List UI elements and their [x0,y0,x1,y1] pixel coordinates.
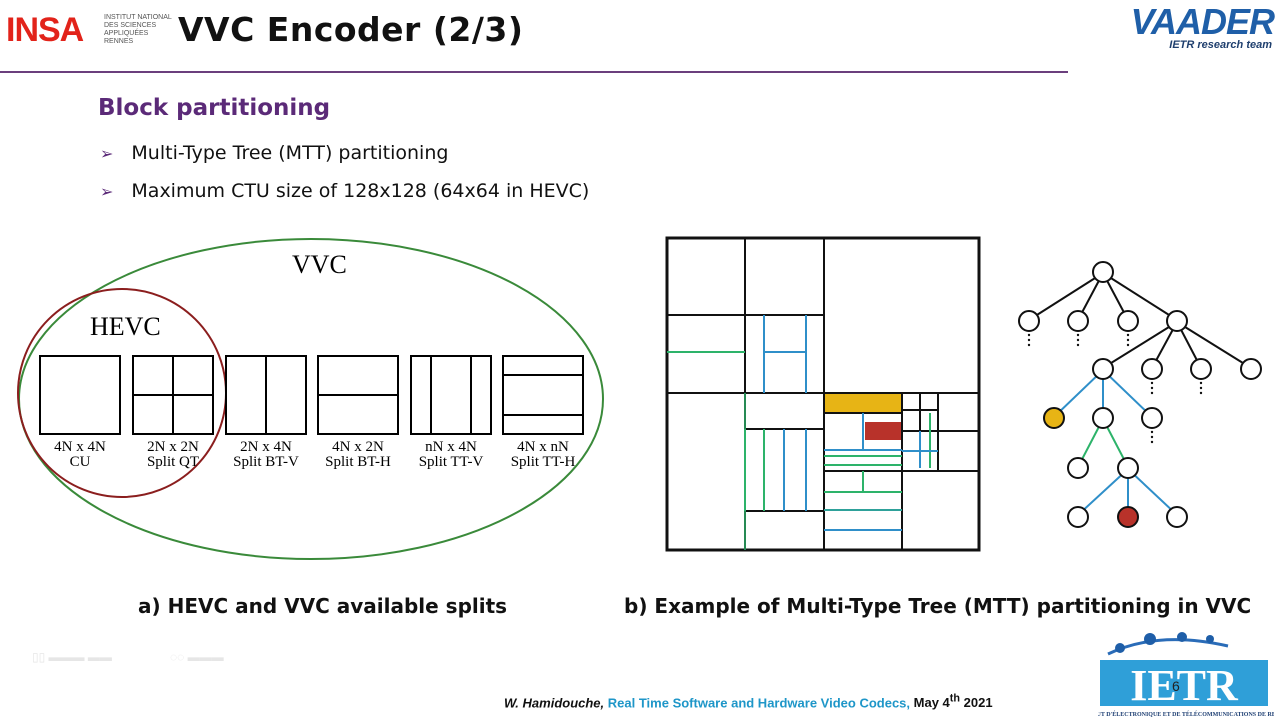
watermark-logo: ◌◌ ▬▬▬ [170,650,224,664]
vvc-label: VVC [292,250,347,279]
bullet-item: ➢ Multi-Type Tree (MTT) partitioning [100,142,448,164]
split-label: 4N x 2N [332,439,384,455]
split-label: Split BT-H [325,454,391,470]
split-qt [132,355,214,435]
split-label: Split TT-H [511,454,576,470]
tree-node [1141,407,1163,429]
page-number: 6 [1172,678,1180,694]
section-heading: Block partitioning [98,95,331,121]
vaader-logo-subtitle: IETR research team [1169,39,1272,51]
tree-node [1092,261,1114,283]
tree-node-red [1117,506,1139,528]
split-tt-v [410,355,492,435]
split-label: Split BT-V [233,454,299,470]
footer-date-month: May 4 [913,695,950,711]
ietr-logo-word: IETR [1130,661,1239,710]
highlight-cu-yellow [825,394,901,412]
split-label: 2N x 2N [147,439,199,455]
split-label: CU [70,454,91,470]
tree-node [1018,310,1040,332]
tree-node [1190,358,1212,380]
mtt-partition-block [665,236,981,552]
split-tt-h [502,355,584,435]
insa-logo-word: INSA [6,11,84,49]
watermark-logo: ▯▯ ▬▬▬ ▬▬ [32,650,112,664]
tree-node-yellow [1043,407,1065,429]
footer-date-suffix: th [949,693,961,705]
tree-node [1240,358,1262,380]
slide-title: VVC Encoder (2/3) [178,10,524,49]
tree-node [1067,310,1089,332]
vvc-ellipse [18,238,604,560]
caption-mtt: b) Example of Multi-Type Tree (MTT) part… [624,594,1252,618]
bullet-text: Maximum CTU size of 128x128 (64x64 in HE… [131,180,590,202]
vaader-logo-word: VAADER [1130,1,1275,42]
caption-splits: a) HEVC and VVC available splits [138,594,508,618]
footer-date: May 4th 2021 [913,693,993,711]
split-label: 4N x 4N [54,439,106,455]
tree-node [1166,506,1188,528]
vaader-logo: VAADER IETR research team [1128,2,1278,54]
tree-node [1092,358,1114,380]
insa-logo-line: INSTITUT NATIONAL [104,14,172,21]
footer: W. Hamidouche, Real Time Software and Ha… [504,693,993,710]
split-bt-v [225,355,307,435]
tree-node [1117,310,1139,332]
footer-author: W. Hamidouche, [504,695,605,711]
tree-node [1092,407,1114,429]
bullet-item: ➢ Maximum CTU size of 128x128 (64x64 in H… [100,180,589,202]
tree-node [1067,506,1089,528]
tree-node [1166,310,1188,332]
tree-node [1117,457,1139,479]
split-label: 2N x 4N [240,439,292,455]
split-label: Split TT-V [419,454,484,470]
split-label: nN x 4N [425,439,477,455]
split-cu [39,355,121,435]
insa-logo-line: APPLIQUÉES [104,30,149,37]
title-divider [0,71,1068,73]
splits-diagram: VVC HEVC 4N x 4N CU 2N x 2N Split QT 2N … [17,238,604,560]
bullet-text: Multi-Type Tree (MTT) partitioning [131,142,449,164]
highlight-cu-red [865,422,901,440]
tree-ellipsis-dots [1027,333,1203,444]
split-bt-h [317,355,399,435]
ietr-logo-tagline: INSTITUT D'ÉLECTRONIQUE ET DE TÉLÉCOMMUN… [1098,710,1274,718]
insa-logo-line: RENNES [104,38,134,45]
split-label: 4N x nN [517,439,569,455]
split-label: Split QT [147,454,199,470]
insa-logo: INSA INSTITUT NATIONAL DES SCIENCES APPL… [6,10,176,50]
hevc-label: HEVC [90,312,161,341]
tree-node [1141,358,1163,380]
arrow-bullet-icon: ➢ [100,182,114,201]
insa-logo-line: DES SCIENCES [104,22,157,29]
footer-event: Real Time Software and Hardware Video Co… [607,695,911,711]
mtt-tree [1018,261,1262,528]
arrow-bullet-icon: ➢ [100,144,114,163]
ietr-logo: IETR INSTITUT D'ÉLECTRONIQUE ET DE TÉLÉC… [1098,632,1274,718]
insa-logo-subtitle: INSTITUT NATIONAL DES SCIENCES APPLIQUÉE… [104,14,174,46]
tree-node [1067,457,1089,479]
footer-date-year: 2021 [963,695,993,711]
